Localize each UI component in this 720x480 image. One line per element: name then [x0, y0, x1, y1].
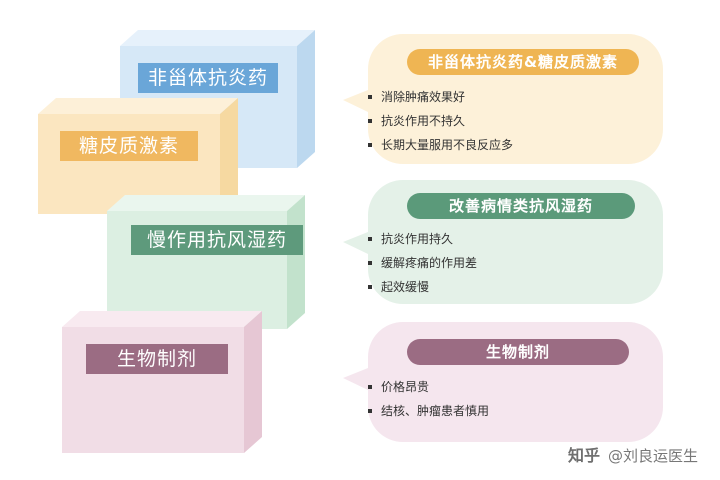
watermark-text: @刘良运医生: [607, 447, 698, 465]
list-item-text: 起效缓慢: [381, 280, 430, 294]
bullet-icon: [368, 284, 372, 289]
bullet-icon: [368, 142, 372, 147]
bullet-icon: [368, 118, 372, 123]
bullet-icon: [368, 384, 372, 389]
list-item-text: 缓解疼痛的作用差: [381, 256, 478, 270]
bubble-nsaids-steroids-title: 非甾体抗炎药&糖皮质激素: [407, 49, 639, 75]
bubble-biologics-title: 生物制剂: [407, 339, 629, 365]
box-nsaids-label: 非甾体抗炎药: [138, 63, 278, 93]
watermark: 知乎 @刘良运医生: [568, 442, 698, 466]
bullet-icon: [368, 408, 372, 413]
list-item-text: 结核、肿瘤患者慎用: [381, 404, 490, 418]
bullet-icon: [368, 94, 372, 99]
bullet-icon: [368, 236, 372, 241]
box-dmard-label: 慢作用抗风湿药: [131, 225, 303, 255]
list-item-text: 价格昂贵: [381, 380, 430, 394]
box-biologics-shape: [62, 311, 262, 453]
box-biologics-label: 生物制剂: [86, 344, 228, 374]
box-glucocorticoid-label: 糖皮质激素: [60, 131, 198, 161]
list-item-text: 抗炎作用持久: [381, 232, 454, 246]
list-item-text: 消除肿痛效果好: [381, 90, 466, 104]
list-item-text: 抗炎作用不持久: [381, 114, 466, 128]
bubble-dmard-title: 改善病情类抗风湿药: [407, 193, 635, 219]
bullet-icon: [368, 260, 372, 265]
watermark-logo: 知乎: [567, 446, 600, 465]
list-item-text: 长期大量服用不良反应多: [381, 138, 514, 152]
